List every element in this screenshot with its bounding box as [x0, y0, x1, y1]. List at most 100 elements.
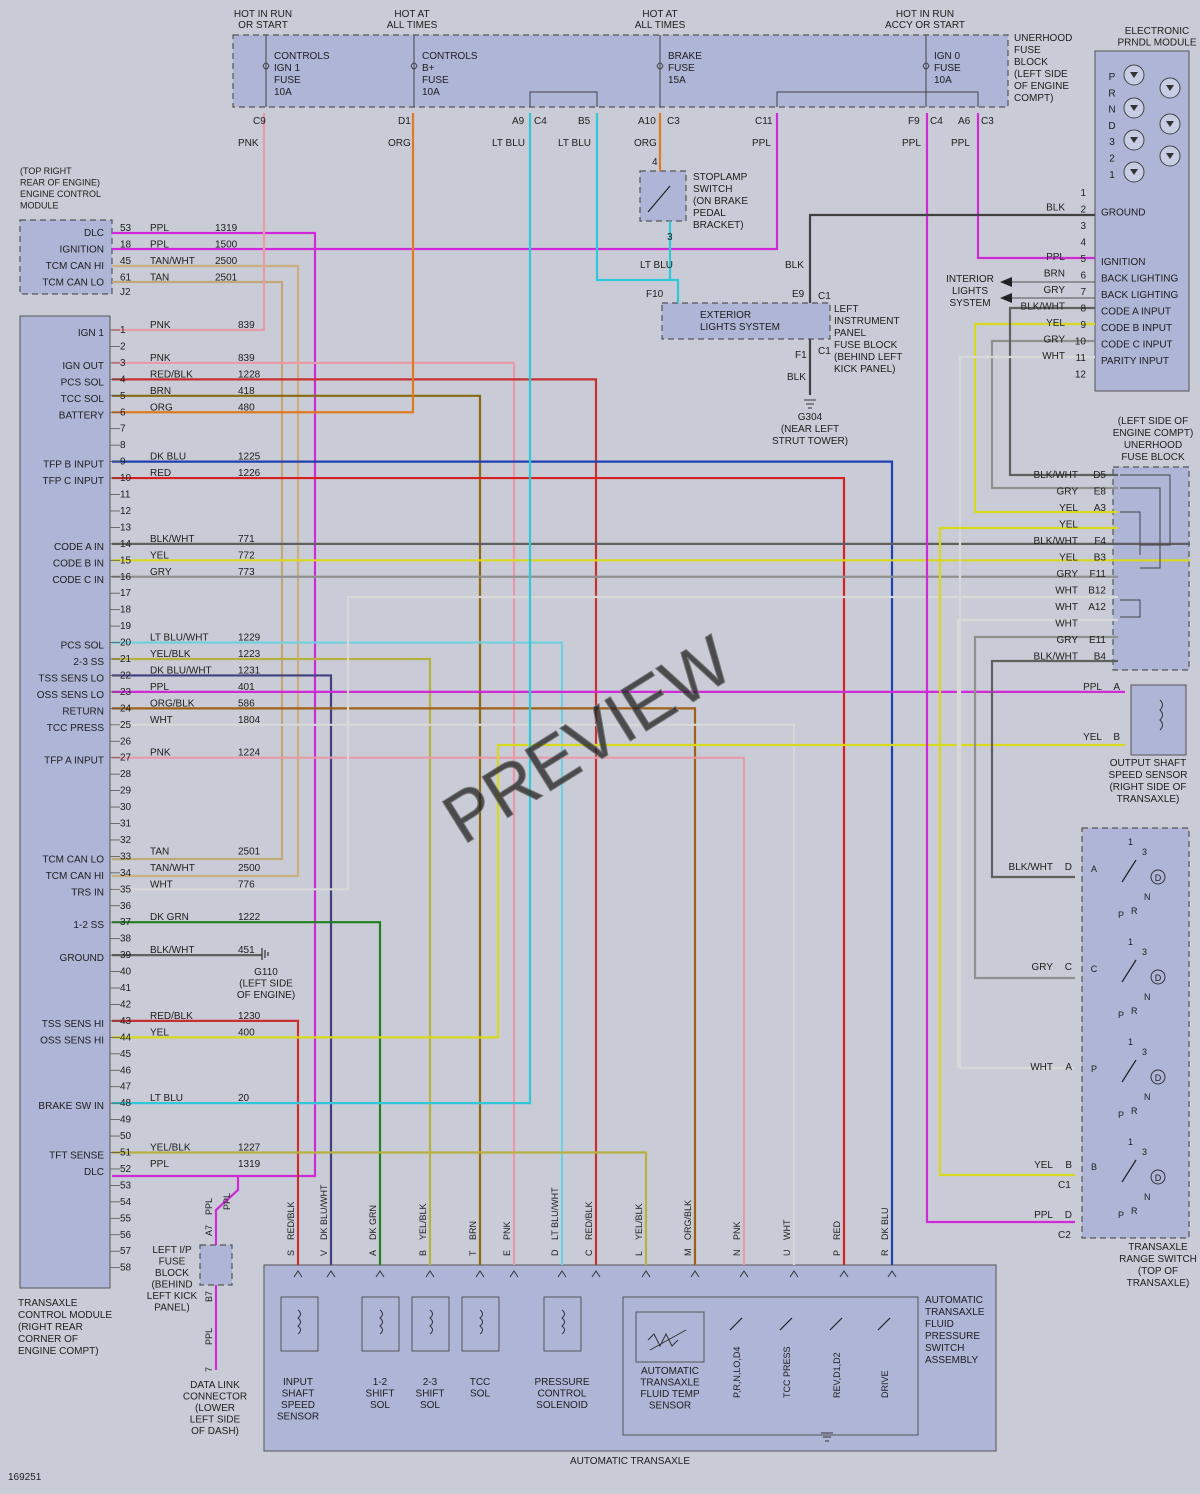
tcm-wire-color: RED/BLK	[150, 369, 193, 380]
prndl-gear: R	[1108, 88, 1115, 99]
prndl-pin-label: CODE A INPUT	[1101, 307, 1171, 318]
wire-dlc	[112, 231, 317, 1178]
wire-trs-in	[112, 595, 1118, 891]
dlc-pin: A7	[204, 1225, 214, 1236]
transaxle-wire-color: RED	[832, 1220, 842, 1240]
right-fuse-wire: WHT	[1055, 586, 1078, 597]
diode-symbol	[1130, 105, 1138, 111]
tcm-wire-color: ORG	[150, 402, 173, 413]
transaxle-title: AUTOMATIC TRANSAXLE	[570, 1456, 690, 1467]
tcm-wire-color: BLK/WHT	[150, 534, 194, 545]
pressure-switch-label: TCC PRESS	[782, 1346, 792, 1398]
diode-symbol	[1130, 169, 1138, 175]
wire-prndl-code-b	[973, 322, 1118, 514]
trs-gear: 1	[1128, 937, 1133, 947]
terminal-symbol	[839, 1270, 849, 1278]
transaxle-wire-color: YEL/BLK	[418, 1203, 428, 1240]
trs-gear: P	[1118, 1010, 1124, 1020]
tcm-circuit: 1225	[238, 452, 261, 463]
wire-trs-blkwht	[990, 659, 1118, 879]
oss-wire-color: PPL	[1083, 682, 1102, 693]
ground-symbol	[821, 1432, 833, 1442]
tcm-circuit: 1319	[238, 1159, 261, 1170]
tcm-wire-color: PPL	[150, 682, 169, 693]
terminal-symbol	[641, 1270, 651, 1278]
wire-can-lo	[112, 280, 284, 861]
wire-pcs-sol-lo	[112, 641, 564, 1265]
wire-tcc-sol	[112, 394, 482, 1265]
trs-wire-color: GRY	[1032, 962, 1054, 973]
pressure-switch-label: DRIVE	[880, 1370, 890, 1398]
wire-23ss	[112, 657, 432, 1265]
ecm-pin-label: TCM CAN LO	[42, 278, 104, 289]
wire-battery	[112, 113, 415, 414]
prndl-gear: P	[1109, 72, 1116, 83]
transaxle-pin: E	[502, 1250, 512, 1256]
terminal-symbol	[293, 1270, 303, 1278]
prndl-gear: N	[1108, 105, 1115, 116]
tcm-pin-number: 32	[120, 835, 132, 846]
tcm-pin-number: 57	[120, 1246, 132, 1257]
right-fuse-wire: WHT	[1055, 602, 1078, 613]
ip-pin: C1	[818, 291, 831, 302]
dlc-wire: PPL	[204, 1328, 214, 1345]
tcm-circuit: 2500	[238, 863, 261, 874]
tcm-pin-number: 15	[120, 555, 132, 566]
ecm-pin-label: DLC	[84, 228, 104, 239]
tcm-circuit: 1229	[238, 633, 261, 644]
trs-gear: D	[1155, 973, 1162, 983]
trs-gear: N	[1144, 892, 1151, 902]
component-symbol	[635, 1311, 705, 1363]
tcm-pin-number: 55	[120, 1213, 132, 1224]
tcm-pin-number: 17	[120, 588, 132, 599]
wire-ignition	[112, 113, 779, 251]
ip-pin: F10	[646, 289, 664, 300]
wire-return	[112, 707, 697, 1265]
terminal-symbol	[509, 1270, 519, 1278]
tcm-pin-label: CODE B IN	[53, 558, 104, 569]
underhood-fuse-block	[232, 34, 1009, 108]
transaxle-pin: C	[584, 1249, 594, 1256]
tcm-wire-color: YEL/BLK	[150, 649, 191, 660]
wire-tss-lo	[112, 674, 333, 1265]
tcm-pin-number: 4	[120, 374, 126, 385]
ecm-wire-color: TAN	[150, 273, 169, 284]
tcm-pin-label: IGN 1	[78, 328, 105, 339]
terminal-symbol	[789, 1270, 799, 1278]
right-fuse-wire: BLK/WHT	[1034, 470, 1078, 481]
tcm-pin-label: TCC SOL	[61, 394, 105, 405]
tcm-wire-color: PNK	[150, 748, 171, 759]
tcm-pin-label: CODE C IN	[52, 575, 104, 586]
right-fuse-pin: B12	[1088, 586, 1106, 597]
tcm-pin-label: TFT SENSE	[49, 1151, 104, 1162]
pressure-switch-label: P,R,N,LO,D4	[732, 1347, 742, 1398]
fuse-symbol	[656, 62, 664, 70]
fuse-symbol	[410, 62, 418, 70]
fuse-wire-label: PPL	[752, 138, 771, 149]
wire-ext-lights	[595, 113, 680, 303]
tcm-wire-color: DK GRN	[150, 912, 189, 923]
fuse-pin: F9	[908, 116, 920, 127]
ip-wire: BLK	[787, 372, 806, 383]
trs-gear: 1	[1128, 1037, 1133, 1047]
fuse-pin: A6	[958, 116, 971, 127]
tcm-circuit: 771	[238, 534, 255, 545]
wire-tcc-press	[112, 723, 796, 1265]
tcm-circuit: 418	[238, 386, 255, 397]
wire-tft	[112, 1151, 648, 1265]
ip-pin: E9	[792, 289, 805, 300]
prndl-wire-color: BRN	[1044, 269, 1065, 280]
trs-connector: C2	[1058, 1230, 1071, 1241]
fuse-pin: C11	[755, 116, 773, 127]
switch-contact	[1121, 959, 1137, 983]
dlc-pin: 7	[204, 1367, 214, 1372]
fuse-symbol	[922, 62, 930, 70]
trs-wire-color: YEL	[1034, 1160, 1053, 1171]
